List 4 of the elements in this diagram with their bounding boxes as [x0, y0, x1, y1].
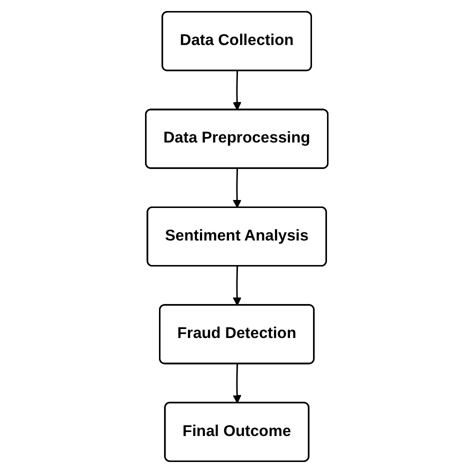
arrow: [232, 168, 242, 208]
arrow: [232, 266, 242, 306]
arrow: [232, 364, 242, 404]
arrow: [232, 70, 242, 110]
